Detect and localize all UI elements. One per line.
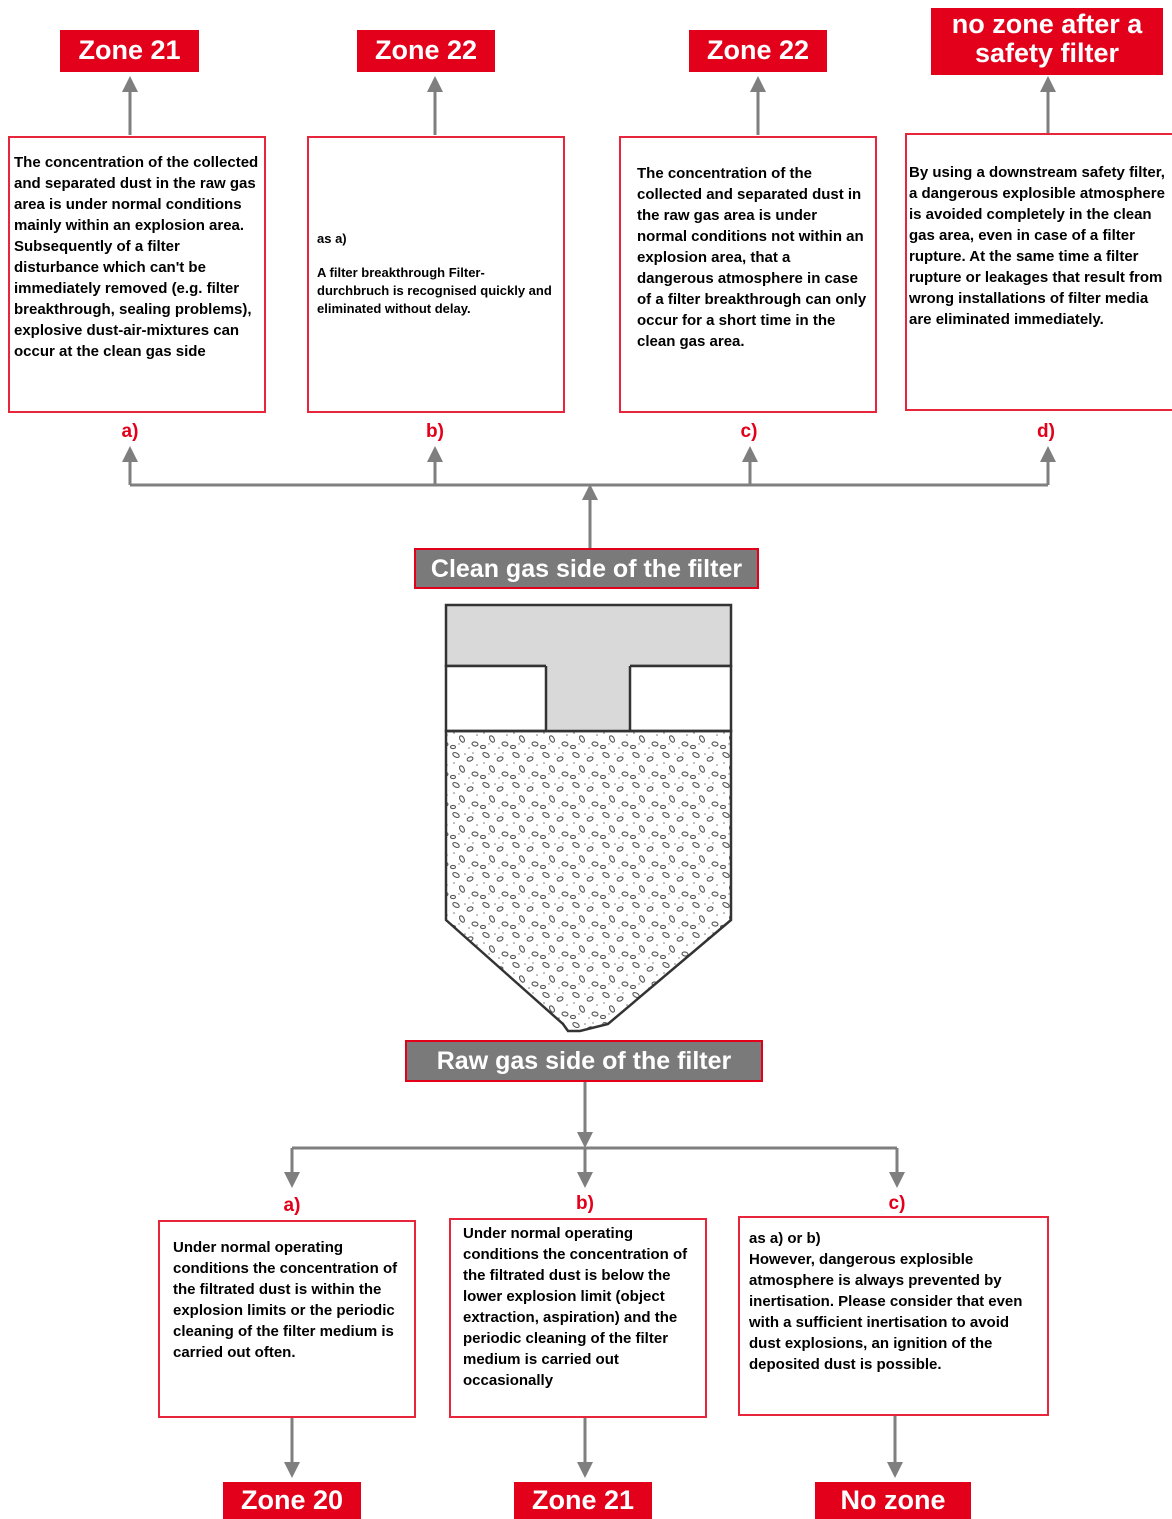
zone-label-top-c: Zone 22 xyxy=(689,30,827,72)
bottom-box-c-line2: However, dangerous explosible atmosphere… xyxy=(749,1251,1023,1373)
top-box-d: By using a downstream safety filter, a d… xyxy=(905,133,1172,411)
bottom-box-c: as a) or b) However, dangerous explosibl… xyxy=(738,1216,1049,1416)
bottom-box-a-text: Under normal operating conditions the co… xyxy=(173,1239,398,1361)
top-box-b: as a) A filter breakthrough Filter-durch… xyxy=(307,136,565,413)
bottom-box-a: Under normal operating conditions the co… xyxy=(158,1220,416,1418)
bottom-box-b-text: Under normal operating conditions the co… xyxy=(463,1225,688,1389)
zone-label-bottom-b: Zone 21 xyxy=(514,1482,652,1519)
zone-label-top-d-line2: safety filter xyxy=(974,38,1120,68)
raw-gas-side-label: Raw gas side of the filter xyxy=(405,1040,763,1082)
top-letter-c: c) xyxy=(740,421,758,442)
top-box-b-line2: A filter breakthrough Filter-durchbruch … xyxy=(317,265,552,316)
bottom-letter-c: c) xyxy=(888,1193,906,1214)
zone-label-top-a: Zone 21 xyxy=(60,30,199,72)
bottom-letter-a: a) xyxy=(283,1195,301,1216)
top-box-a: The concentration of the collected and s… xyxy=(8,136,266,413)
filter-housing-drawing xyxy=(444,603,733,1033)
bottom-box-c-line1: as a) or b) xyxy=(749,1230,821,1247)
top-box-c: The concentration of the collected and s… xyxy=(619,136,877,413)
top-letter-a: a) xyxy=(121,421,139,442)
top-letter-d: d) xyxy=(1037,421,1055,442)
zone-label-top-d-line1: no zone after a xyxy=(951,9,1143,39)
bottom-letter-b: b) xyxy=(576,1193,594,1214)
zone-label-top-b: Zone 22 xyxy=(357,30,495,72)
bottom-box-b: Under normal operating conditions the co… xyxy=(449,1218,707,1418)
zone-label-top-d: no zone after a safety filter xyxy=(931,8,1163,75)
top-box-c-text: The concentration of the collected and s… xyxy=(637,165,867,350)
zone-label-bottom-c: No zone xyxy=(815,1482,971,1519)
zone-label-bottom-a: Zone 20 xyxy=(223,1482,361,1519)
clean-gas-side-label: Clean gas side of the filter xyxy=(414,548,759,589)
top-letter-b: b) xyxy=(426,421,444,442)
top-box-b-line1: as a) xyxy=(317,231,347,246)
top-box-d-text: By using a downstream safety filter, a d… xyxy=(909,164,1165,328)
top-box-a-text: The concentration of the collected and s… xyxy=(14,154,259,360)
